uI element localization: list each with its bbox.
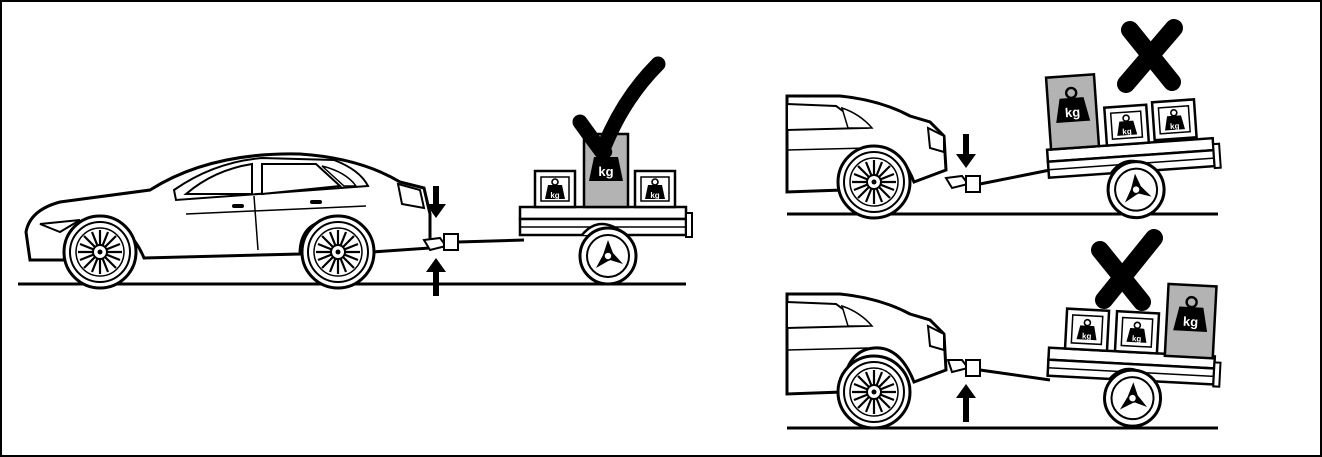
- car-rear-section: [785, 94, 948, 220]
- hitch-coupling: [946, 359, 1051, 382]
- check-mark-icon: [572, 56, 666, 160]
- weight-label: kg: [1082, 331, 1092, 340]
- load-box-heavy: kg: [1044, 72, 1101, 151]
- load-box-heavy: kg: [1163, 282, 1218, 360]
- hitch-coupling: [944, 168, 1051, 193]
- weight-label: kg: [550, 191, 559, 200]
- weight-label: kg: [1183, 314, 1199, 330]
- car-full-side-view: [24, 152, 432, 290]
- weight-label: kg: [1064, 104, 1080, 120]
- load-box-light: kg: [1150, 98, 1198, 142]
- weight-label: kg: [1122, 127, 1132, 137]
- tongue-arrow-down: [956, 134, 976, 168]
- tongue-arrow-up: [426, 258, 446, 296]
- tongue-arrow-up: [956, 384, 976, 422]
- tongue-arrow-down: [426, 186, 446, 218]
- weight-label: kg: [598, 164, 613, 179]
- load-box-light: kg: [533, 169, 577, 209]
- panel-rear-heavy-load: kg kg kg: [785, 229, 1223, 430]
- hitch-coupling: [422, 233, 525, 252]
- load-box-light: kg: [633, 169, 677, 209]
- panel-front-heavy-load: kg kg kg: [785, 19, 1223, 222]
- cross-mark-icon: [1091, 229, 1163, 311]
- weight-label: kg: [1132, 334, 1142, 343]
- weight-label: kg: [650, 191, 659, 200]
- weight-label: kg: [1170, 121, 1180, 131]
- load-box-light: kg: [1063, 307, 1111, 353]
- load-box-light: kg: [1102, 103, 1151, 147]
- panel-correct-load: kg kg kg: [18, 56, 694, 296]
- car-rear-section: [785, 292, 948, 430]
- cross-mark-icon: [1117, 19, 1183, 93]
- load-box-light: kg: [1113, 309, 1161, 355]
